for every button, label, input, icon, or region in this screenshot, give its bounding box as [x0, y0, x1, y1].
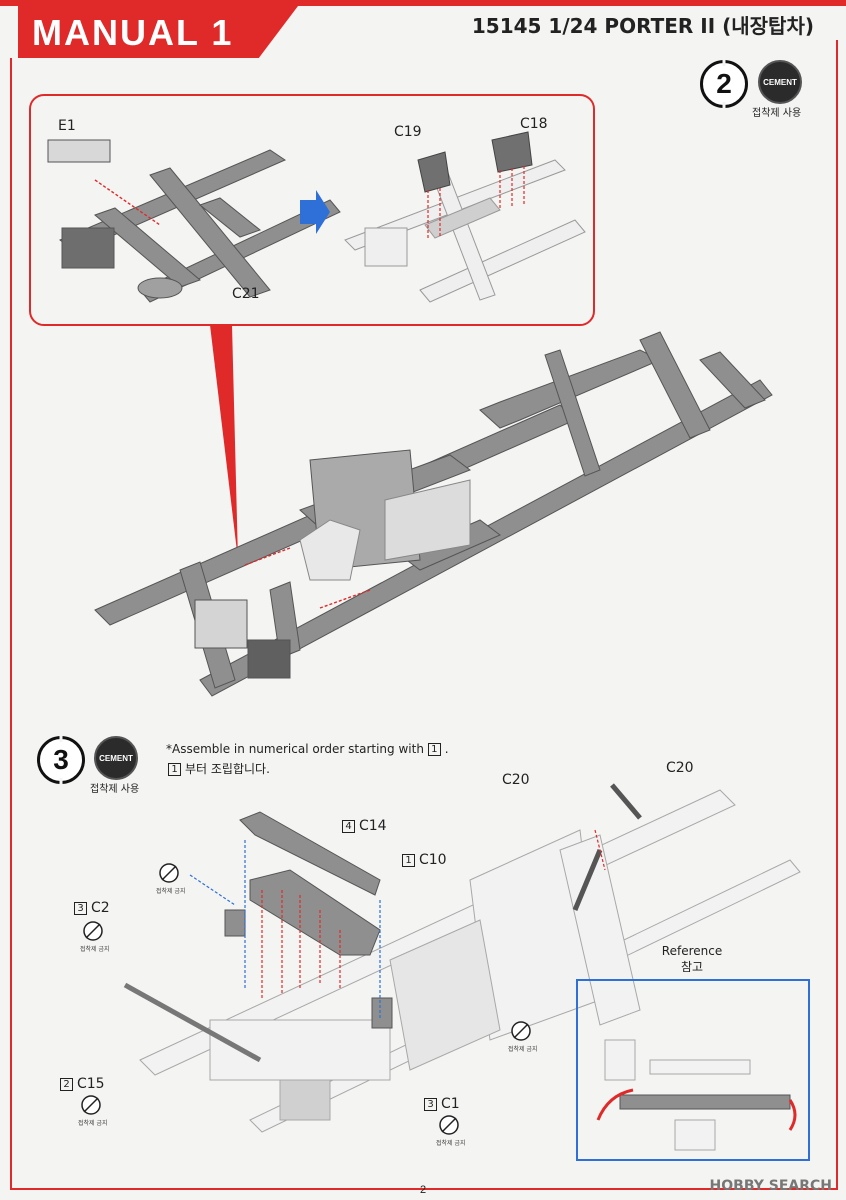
- cement-caption-step3: 접착제 사용: [90, 784, 140, 795]
- reference-label: Reference 참고: [661, 944, 723, 974]
- part-label-c19: C19: [394, 124, 422, 140]
- no-cement-caption: 접착제 금지: [80, 946, 110, 953]
- step-2-detail-diagram: [29, 94, 773, 697]
- watermark: HOBBY SEARCH: [709, 1178, 832, 1194]
- page-number: 2: [420, 1184, 427, 1196]
- no-cement-caption: 접착제 금지: [156, 888, 186, 895]
- frame-bottom-line: [10, 1188, 838, 1190]
- part-label-c18: C18: [520, 116, 548, 132]
- cement-icon-step3: CEMENT: [94, 736, 138, 780]
- step-3-number: 3: [37, 736, 85, 784]
- part-label-c21: C21: [232, 286, 260, 302]
- part-label-c20-right: C20: [666, 760, 694, 776]
- no-cement-caption: 접착제 금지: [78, 1120, 108, 1127]
- instruction-en: *Assemble in numerical order starting wi…: [166, 742, 449, 756]
- step-2-number: 2: [700, 60, 748, 108]
- no-cement-icon: [511, 1021, 531, 1041]
- frame-right-line: [836, 40, 838, 1188]
- header-top-bar: [0, 0, 846, 6]
- part-label-c20-left: C20: [502, 772, 530, 788]
- no-cement-caption: 접착제 금지: [508, 1046, 538, 1053]
- part-label-e1: E1: [58, 118, 76, 134]
- no-cement-icon: [81, 1095, 101, 1115]
- cement-icon: CEMENT: [758, 60, 802, 104]
- page-title: MANUAL 1: [32, 12, 234, 53]
- frame-left-line: [10, 58, 12, 1188]
- model-title: 15145 1/24 PORTER II (내장탑차): [471, 14, 814, 38]
- cement-caption: 접착제 사용: [752, 108, 802, 119]
- no-cement-icon: [159, 863, 179, 883]
- no-cement-caption: 접착제 금지: [436, 1140, 466, 1147]
- title-tab: [18, 6, 298, 58]
- no-cement-icon: [439, 1115, 459, 1135]
- no-cement-icon: [83, 921, 103, 941]
